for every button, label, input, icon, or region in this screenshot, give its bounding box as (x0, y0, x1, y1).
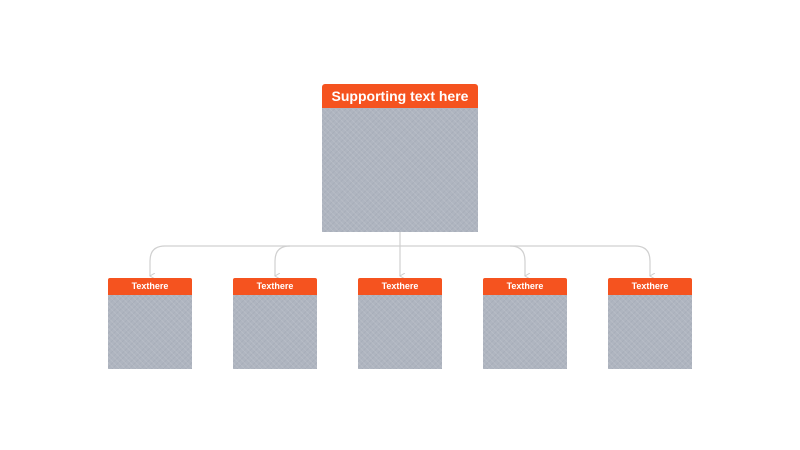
top-node-title: Supporting text here (322, 84, 478, 108)
branch-line-2 (275, 245, 291, 276)
child-node-title: Texthere (358, 278, 442, 295)
child-node-3: Texthere (358, 278, 442, 369)
child-node-1: Texthere (108, 278, 192, 369)
child-node-title: Texthere (233, 278, 317, 295)
child-node-image-placeholder (358, 295, 442, 369)
child-node-image-placeholder (233, 295, 317, 369)
child-node-title: Texthere (108, 278, 192, 295)
child-node-title: Texthere (608, 278, 692, 295)
child-node-2: Texthere (233, 278, 317, 369)
branch-line-4 (509, 245, 525, 276)
child-node-4: Texthere (483, 278, 567, 369)
child-node-image-placeholder (483, 295, 567, 369)
child-node-title: Texthere (483, 278, 567, 295)
top-node-image-placeholder (322, 108, 478, 232)
branch-line-1 (150, 245, 166, 276)
branch-line-5 (634, 245, 650, 276)
child-node-image-placeholder (108, 295, 192, 369)
child-node-5: Texthere (608, 278, 692, 369)
top-node: Supporting text here (322, 84, 478, 232)
child-node-image-placeholder (608, 295, 692, 369)
